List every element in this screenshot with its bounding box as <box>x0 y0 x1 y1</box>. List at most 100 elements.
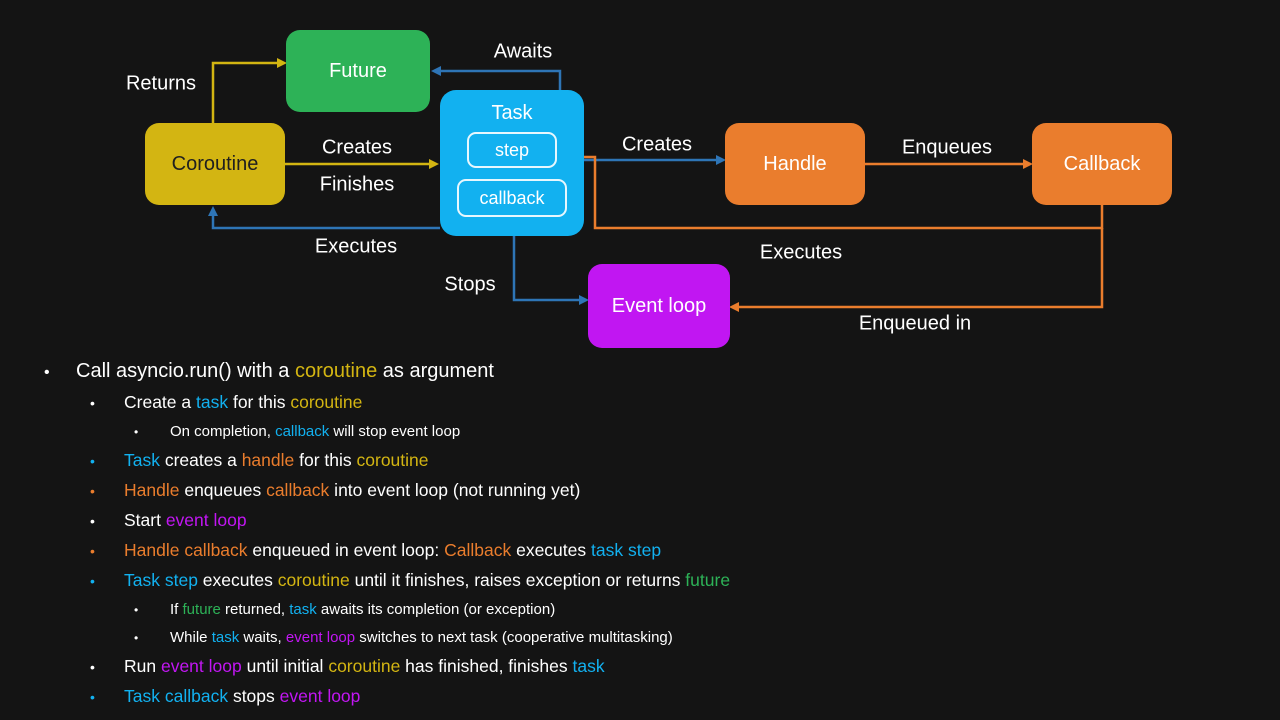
arrow-label-executes-task-coroutine: Executes <box>314 235 398 258</box>
task-box: Task step callback <box>440 90 584 236</box>
arrow-label-creates-coroutine-task: Creates <box>321 136 393 159</box>
task-callback-label: callback <box>479 187 545 208</box>
list-item: • Task step executes coroutine until it f… <box>90 566 1280 596</box>
bullet-marker: • <box>90 543 95 559</box>
bullet-marker: • <box>90 395 95 411</box>
list-item: • Handle callback enqueued in event loop:… <box>90 536 1280 566</box>
text-segment: coroutine <box>290 392 363 412</box>
bullet-marker: • <box>44 364 50 381</box>
list-item-text: Handle enqueues callback into event loop… <box>124 476 580 505</box>
list-item-text: Call asyncio.run() with a coroutine as a… <box>76 356 494 387</box>
task-step-box: step <box>467 132 557 168</box>
list-item-text: Task creates a handle for this coroutine <box>124 446 429 475</box>
asyncio-flow-diagram: Future Coroutine Task step callback Hand… <box>125 30 1172 348</box>
list-item-text: Start event loop <box>124 506 247 535</box>
text-segment: Task <box>124 450 160 470</box>
text-segment: into event loop (not running yet) <box>329 480 581 500</box>
text-segment: coroutine <box>294 360 378 382</box>
bullet-marker: • <box>134 603 139 617</box>
callback-box: Callback <box>1032 123 1172 205</box>
text-segment: has finished, finishes <box>400 656 573 676</box>
text-segment: for this <box>294 450 357 470</box>
list-item-text: Create a task for this coroutine <box>124 388 362 417</box>
arrow-label-creates-task-handle: Creates <box>621 133 693 156</box>
bullet-marker: • <box>90 513 95 529</box>
list-item: • Create a task for this coroutine <box>90 388 1280 418</box>
list-item-text: Task callback stops event loop <box>124 682 360 711</box>
text-segment: returned, <box>220 601 290 618</box>
text-segment: awaits its completion (or exception) <box>316 601 556 618</box>
coroutine-box: Coroutine <box>145 123 285 205</box>
arrow-label-executes-callback-task: Executes <box>759 241 843 264</box>
text-segment: coroutine <box>277 570 350 590</box>
task-step-label: step <box>494 139 530 160</box>
text-segment: event loop <box>160 656 242 676</box>
future-label: Future <box>329 59 387 82</box>
list-item: • Task callback stops event loop <box>90 682 1280 712</box>
list-item: • Call asyncio.run() with a coroutine as … <box>44 356 1280 388</box>
arrow-label-returns: Returns <box>125 72 197 95</box>
callback-label: Callback <box>1063 152 1141 175</box>
list-item: • If future returned, task awaits its com… <box>134 596 1280 624</box>
list-item: • Start event loop <box>90 506 1280 536</box>
list-item: • Handle enqueues callback into event loo… <box>90 476 1280 506</box>
coroutine-label: Coroutine <box>171 152 259 175</box>
list-item-text: While task waits, event loop switches to… <box>170 624 673 652</box>
bullet-marker: • <box>90 573 95 589</box>
text-segment: event loop <box>285 629 356 646</box>
event-loop-box: Event loop <box>588 264 730 348</box>
arrow-enqueued-in <box>729 228 1104 312</box>
text-segment: will stop event loop <box>329 423 461 440</box>
arrow-label-awaits: Awaits <box>493 40 553 63</box>
arrow-stops <box>512 236 589 305</box>
text-segment: Handle <box>124 480 180 500</box>
text-segment: Create a <box>124 392 196 412</box>
text-segment: for this <box>228 392 291 412</box>
text-segment: stops <box>228 686 280 706</box>
bullet-marker: • <box>90 483 95 499</box>
list-item: •Run event loop until initial coroutine … <box>90 652 1280 682</box>
bullet-marker: • <box>90 689 95 705</box>
list-item: • On completion, callback will stop event… <box>134 418 1280 446</box>
text-segment: On completion, <box>170 423 276 440</box>
bullet-marker: • <box>134 631 139 645</box>
text-segment: task <box>572 656 605 676</box>
handle-box: Handle <box>725 123 865 205</box>
text-segment: callback <box>266 480 330 500</box>
arrow-label-enqueues: Enqueues <box>901 136 993 159</box>
bullet-marker: • <box>90 453 95 469</box>
arrow-returns <box>211 58 287 123</box>
text-segment: coroutine <box>328 656 401 676</box>
text-segment: coroutine <box>356 450 429 470</box>
text-segment: until it finishes, raises exception or r… <box>349 570 686 590</box>
handle-label: Handle <box>763 152 827 175</box>
text-segment: enqueues <box>179 480 267 500</box>
task-callback-box: callback <box>457 179 567 217</box>
text-segment: task step <box>591 540 662 560</box>
text-segment: handle <box>241 450 295 470</box>
arrow-label-enqueued-in: Enqueued in <box>858 312 972 335</box>
text-segment: task <box>211 629 240 646</box>
text-segment: callback <box>275 423 330 440</box>
list-item: • While task waits, event loop switches t… <box>134 624 1280 652</box>
bullet-marker: • <box>134 425 139 439</box>
text-segment: creates a <box>159 450 242 470</box>
text-segment: switches to next task (cooperative multi… <box>355 629 673 646</box>
event-loop-label: Event loop <box>611 294 707 317</box>
text-segment: future <box>182 601 221 618</box>
text-segment: enqueued in event loop: <box>247 540 445 560</box>
arrow-label-finishes: Finishes <box>319 173 395 196</box>
future-box: Future <box>286 30 430 112</box>
list-item-text: Task step executes coroutine until it fi… <box>124 566 730 595</box>
text-segment: Task callback <box>124 686 229 706</box>
text-segment: event loop <box>279 686 361 706</box>
text-segment: Handle callback <box>124 540 248 560</box>
list-item-text: If future returned, task awaits its comp… <box>170 596 555 624</box>
text-segment: event loop <box>165 510 247 530</box>
text-segment: as argument <box>377 360 494 382</box>
text-segment: waits, <box>239 629 286 646</box>
text-segment: executes <box>197 570 278 590</box>
arrow-label-stops: Stops <box>444 273 496 296</box>
text-segment: Call asyncio.run() with a <box>76 360 295 382</box>
text-segment: task <box>289 601 317 618</box>
